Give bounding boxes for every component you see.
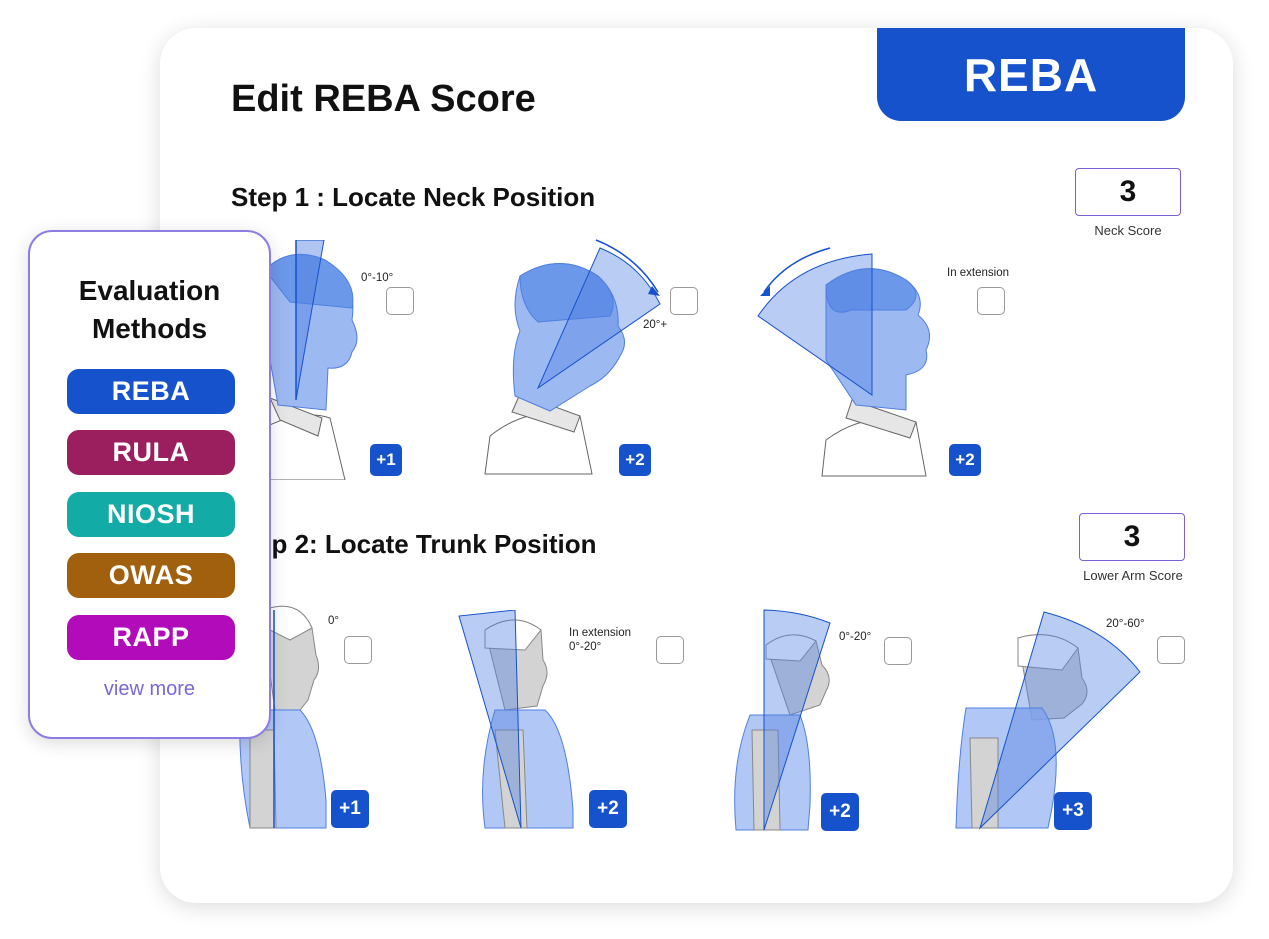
trunk-opt2-points: +2 xyxy=(589,790,627,828)
trunk-opt4-label: 20°-60° xyxy=(1106,618,1145,630)
neck-opt3-checkbox[interactable] xyxy=(977,287,1005,315)
trunk-opt1-checkbox[interactable] xyxy=(344,636,372,664)
reba-tag: REBA xyxy=(877,28,1185,121)
step2-title: Step 2: Locate Trunk Position xyxy=(231,529,597,559)
neck-opt2-label: 20°+ xyxy=(643,319,668,331)
neck-opt2-checkbox[interactable] xyxy=(670,287,698,315)
neck-score-box[interactable]: 3 xyxy=(1075,168,1181,216)
evaluation-methods-panel: Evaluation Methods REBA RULA NIOSH OWAS … xyxy=(28,230,271,739)
trunk-figure-flexion-60 xyxy=(955,611,1141,830)
step1-title: Step 1 : Locate Neck Position xyxy=(231,182,596,212)
neck-opt3-label: In extension xyxy=(947,267,1010,279)
neck-opt2-points: +2 xyxy=(619,444,651,476)
trunk-opt4-points: +3 xyxy=(1054,792,1092,830)
lower-arm-score-box[interactable]: 3 xyxy=(1079,513,1185,561)
neck-opt1-label: 0°-10° xyxy=(361,272,394,284)
method-niosh-button[interactable]: NIOSH xyxy=(67,492,235,537)
method-rapp-button[interactable]: RAPP xyxy=(67,615,235,660)
trunk-opt2-checkbox[interactable] xyxy=(656,636,684,664)
evaluation-title-line2: Methods xyxy=(91,313,208,344)
trunk-opt3-checkbox[interactable] xyxy=(884,637,912,665)
page-title: Edit REBA Score xyxy=(231,78,536,120)
trunk-figure-upright xyxy=(239,605,327,829)
trunk-opt4-checkbox[interactable] xyxy=(1157,636,1185,664)
neck-score-label: Neck Score xyxy=(1094,223,1162,238)
method-reba-button[interactable]: REBA xyxy=(67,369,235,414)
neck-opt1-points: +1 xyxy=(370,444,402,476)
method-owas-button[interactable]: OWAS xyxy=(67,553,235,598)
neck-opt3-points: +2 xyxy=(949,444,981,476)
neck-figure-extension xyxy=(757,247,931,477)
evaluation-methods-title: Evaluation Methods xyxy=(30,272,269,348)
trunk-opt3-points: +2 xyxy=(821,793,859,831)
evaluation-title-line1: Evaluation xyxy=(78,275,221,306)
trunk-opt1-points: +1 xyxy=(331,790,369,828)
method-rula-button[interactable]: RULA xyxy=(67,430,235,475)
neck-figure-neutral xyxy=(259,240,358,480)
lower-arm-score-label: Lower Arm Score xyxy=(1083,568,1183,583)
view-more-link[interactable]: view more xyxy=(103,678,196,700)
trunk-opt2-label2: 0°-20° xyxy=(569,641,602,653)
trunk-opt2-label: In extension xyxy=(569,627,632,639)
neck-opt1-checkbox[interactable] xyxy=(386,287,414,315)
trunk-figure-extension xyxy=(458,610,574,829)
trunk-opt1-label: 0° xyxy=(328,615,339,627)
trunk-figure-flexion-20 xyxy=(734,609,831,831)
neck-figure-flexed xyxy=(484,239,661,475)
trunk-opt3-label: 0°-20° xyxy=(839,631,872,643)
